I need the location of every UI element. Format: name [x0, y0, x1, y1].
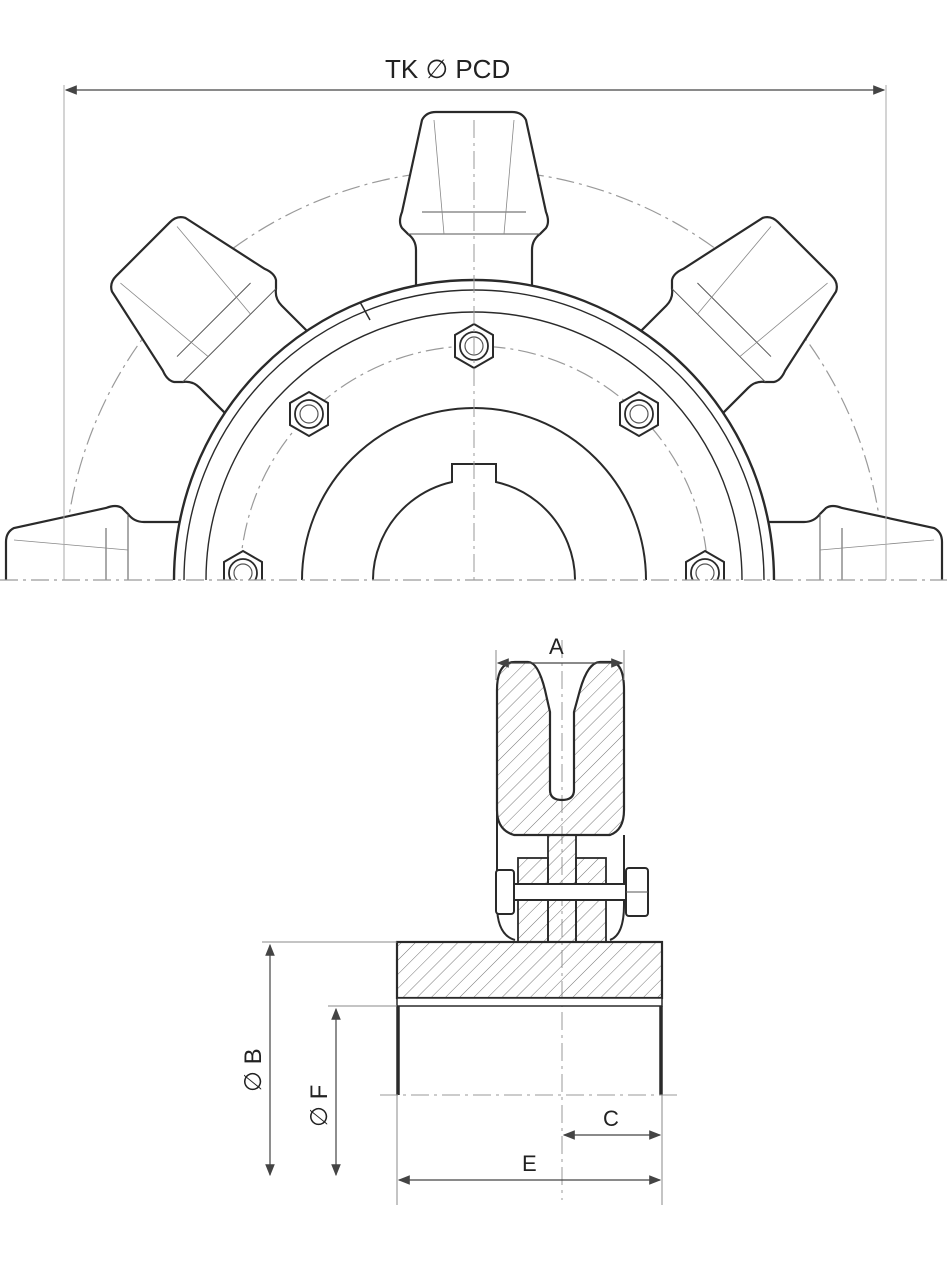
flange-section — [395, 940, 664, 1000]
bolt-shank — [513, 883, 627, 901]
tooth-section — [495, 660, 626, 837]
bore-with-keyway — [372, 463, 576, 580]
section-view — [262, 640, 680, 1205]
pcd-label: TK ∅ PCD — [385, 54, 511, 84]
dim-b-label: ∅ B — [240, 1048, 267, 1092]
bolt-head — [495, 869, 515, 915]
dim-e-label: E — [522, 1151, 537, 1176]
dim-c-label: C — [603, 1106, 619, 1131]
dim-f-label: ∅ F — [306, 1084, 333, 1127]
dim-a-label: A — [549, 634, 564, 659]
front-view — [4, 110, 944, 580]
